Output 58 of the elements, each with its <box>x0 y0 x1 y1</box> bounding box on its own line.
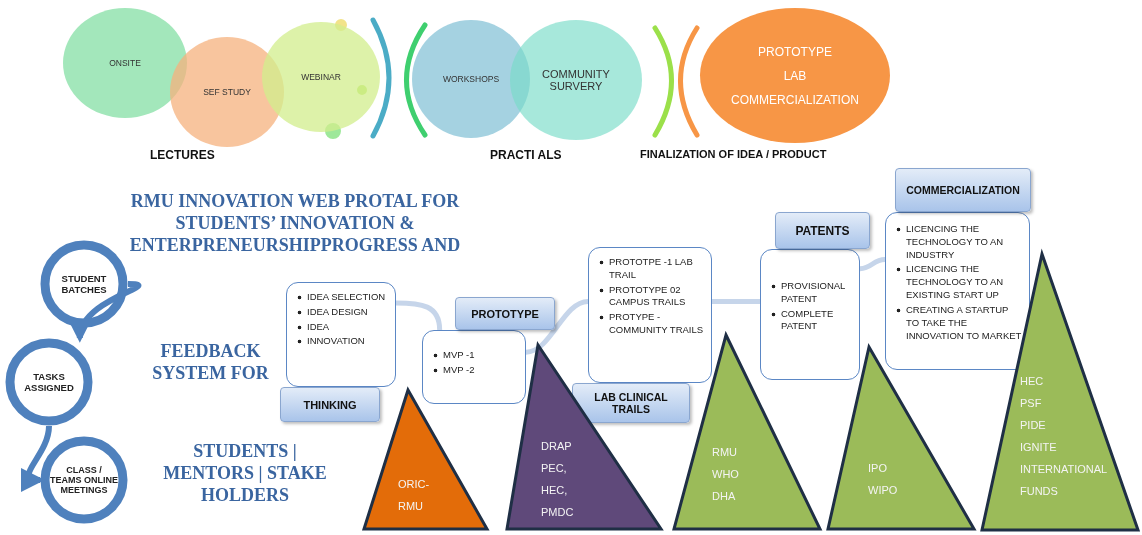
stage-card <box>588 247 712 383</box>
organization-name: ORIC- RMU <box>398 477 431 514</box>
heading-text: STUDENTS | MENTORS | STAKE HOLDERS <box>162 440 328 506</box>
stage-title: COMMERCIALIZATION <box>905 184 1021 196</box>
topic-text: COMMERCIALIZATION <box>731 92 859 107</box>
topic-text: LAB <box>783 68 807 83</box>
organization-name: PMDC <box>541 505 575 520</box>
topic-text: WEBINAR <box>301 72 341 82</box>
stage-title: PATENTS <box>794 223 851 238</box>
organization-name: PSF <box>1020 396 1043 411</box>
organization-name: IGNITE <box>1020 440 1058 455</box>
stage-title: THINKING <box>302 398 358 411</box>
group-caption: PRACTI ALS <box>490 148 562 162</box>
cycle-ring <box>5 338 93 426</box>
stakeholder-triangle <box>826 345 976 531</box>
stage-header-tab <box>280 387 380 422</box>
topic-text: ONSITE <box>109 58 141 68</box>
topic-text: PROTOTYPE <box>758 44 832 59</box>
organization-name: WHO <box>712 467 740 482</box>
connector-arc <box>525 298 589 355</box>
topic-text: WORKSHOPS <box>442 74 500 84</box>
group-caption: LECTURES <box>150 148 215 162</box>
topic-text: SEF STUDY <box>203 87 251 97</box>
organization-name: HEC <box>1020 374 1045 389</box>
cycle-arrow <box>19 425 52 491</box>
step-text: TASKS ASSIGNED <box>23 371 75 393</box>
organization-name: WIPO <box>868 483 899 498</box>
stage-card <box>885 212 1030 370</box>
stakeholder-triangle <box>362 388 489 531</box>
stage-header-tab <box>455 297 555 330</box>
connector-arc <box>712 298 760 304</box>
organization-name: PIDE <box>1020 418 1047 433</box>
connector-arc <box>859 256 886 272</box>
organization-name: IPO <box>868 461 888 476</box>
stage-title: PROTOTYPE <box>470 307 540 320</box>
stage-card <box>760 249 860 380</box>
organization-name: DHA <box>712 489 737 504</box>
organization-name: RMU <box>712 445 739 460</box>
organization-name: INTERNATIONAL FUNDS <box>1020 462 1108 499</box>
step-text: STUDENT BATCHES <box>60 273 108 295</box>
topic-text: COMMUNITY SURVERY <box>541 68 611 92</box>
stage-card <box>286 282 396 387</box>
heading-text: FEEDBACK SYSTEM FOR <box>151 340 270 384</box>
stage-header-tab <box>895 168 1031 212</box>
cycle-arrow <box>71 281 141 343</box>
group-caption: FINALIZATION OF IDEA / PRODUCT <box>640 148 827 160</box>
organization-name: PEC, <box>541 461 568 476</box>
organization-name: HEC, <box>541 483 569 498</box>
step-text: CLASS / TEAMS ONLINE MEETINGS <box>50 465 118 495</box>
stage-title: LAB CLINICAL TRAILS <box>593 391 669 415</box>
stage-card <box>422 330 526 404</box>
stakeholder-triangle <box>672 333 822 531</box>
stage-header-tab <box>572 383 690 423</box>
title-text: RMU INNOVATION WEB PROTAL FOR STUDENTS’ INNOVATION & ENTERPRENEURSHIPPROGRESS AND <box>128 190 462 256</box>
organization-name: DRAP <box>541 439 573 454</box>
cycle-ring <box>40 240 128 328</box>
cycle-ring <box>40 436 128 524</box>
stage-header-tab <box>775 212 870 249</box>
